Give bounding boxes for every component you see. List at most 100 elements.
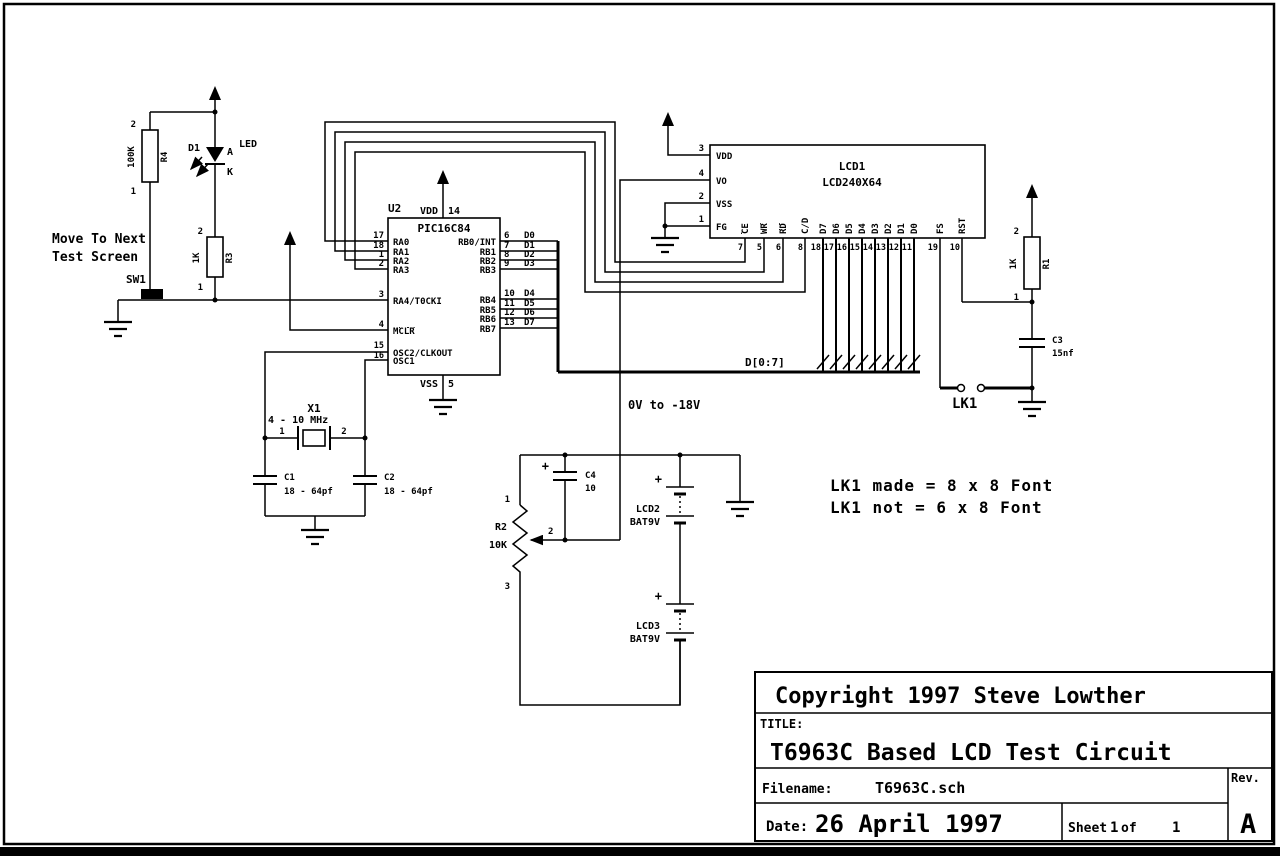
bat2-value: BAT9V: [630, 634, 660, 645]
r4-value: 100K: [127, 146, 137, 168]
pin-number: 1: [379, 250, 384, 260]
lk1-ref: LK1: [952, 396, 977, 412]
u2-part: PIC16C84: [418, 222, 471, 235]
led-emission-arrow: [189, 156, 203, 171]
ground-icon: [102, 320, 134, 338]
pin-number: 1: [699, 215, 704, 225]
u2-left-pin-numbers: 17 18 1 2 3 4 15 16: [373, 231, 384, 361]
lcd1-part: LCD240X64: [822, 176, 882, 189]
pin-number: 8: [504, 250, 509, 260]
u2-vss-name: VSS: [420, 379, 438, 390]
pin-name: D1: [897, 223, 907, 234]
bat2-ref: LCD3: [636, 621, 660, 632]
x1-ref: X1: [307, 402, 321, 415]
pin-name: VO: [716, 177, 727, 187]
filename-label: Filename:: [762, 782, 832, 797]
sheet-title: T6963C Based LCD Test Circuit: [770, 740, 1172, 766]
d1-type: LED: [239, 139, 257, 150]
date-value: 26 April 1997: [815, 810, 1003, 838]
pin-name: D6: [832, 223, 842, 234]
pin-number: 11: [504, 299, 515, 309]
pin-name: RB7: [480, 325, 496, 335]
ground-icon: [299, 528, 331, 546]
note-lk1-made: LK1 made = 8 x 8 Font: [830, 476, 1053, 495]
battery-lcd2: + LCD2 BAT9V: [630, 472, 694, 528]
pin-number: 2: [699, 192, 704, 202]
pin-name: D2: [884, 223, 894, 234]
pin-name: RA1: [393, 248, 409, 258]
net-label: D0: [524, 231, 535, 241]
pin-number: 11: [902, 243, 912, 253]
pin-number: 18: [811, 243, 821, 253]
pin-number: 18: [373, 241, 384, 251]
sheet-of-label: of: [1121, 821, 1137, 836]
bat1-value: BAT9V: [630, 517, 660, 528]
pin-name: OSC2/CLKOUT: [393, 349, 453, 359]
pin-number: 10: [504, 289, 515, 299]
ground-icon: [649, 236, 681, 254]
resistor-r4: 100K R4 2 1: [127, 120, 170, 197]
pin-number: 2: [379, 259, 384, 269]
bus-entry-ticks: [816, 354, 921, 370]
pin-number: 15: [374, 341, 384, 351]
net-label: D5: [524, 299, 535, 309]
u2-left-pin-names: RA0 RA1 RA2 RA3 RA4/T0CKI MCLR OSC2/CLKO…: [393, 238, 453, 367]
bat1-plus: +: [655, 472, 662, 486]
switch-body: [141, 289, 163, 299]
c3-ref: C3: [1052, 336, 1063, 346]
pin-name: CE: [741, 223, 751, 234]
ground-icon: [724, 500, 756, 518]
pin-name: RB2: [480, 257, 496, 267]
pin-number: 9: [504, 259, 509, 269]
u2-vdd-pin: 14: [448, 206, 460, 217]
led-d1: LED A K D1: [188, 139, 257, 178]
vdd-arrow-icon: [283, 230, 297, 254]
pin-name: MCLR: [393, 327, 415, 337]
sheet-total: 1: [1172, 820, 1180, 836]
note-lk1-not: LK1 not = 6 x 8 Font: [830, 498, 1043, 517]
pin-number: 13: [504, 318, 515, 328]
r4-ref: R4: [160, 151, 170, 162]
control-bus-loops: [324, 121, 806, 293]
x1-pin1: 1: [279, 427, 284, 437]
vdd-arrow-icon: [661, 111, 675, 135]
pin-name: RB3: [480, 266, 496, 276]
bat2-plus: +: [655, 589, 662, 603]
filename-value: T6963C.sch: [875, 779, 965, 797]
c2-ref: C2: [384, 473, 395, 483]
note-move-line2: Test Screen: [52, 250, 138, 265]
pin-name: RD: [779, 223, 789, 234]
pin-name: RA0: [393, 238, 409, 248]
pin-number: 4: [379, 320, 385, 330]
wires: [117, 108, 1033, 706]
c4-ref: C4: [585, 471, 596, 481]
pin-name: RA2: [393, 257, 409, 267]
lcd1-ref: LCD1: [839, 160, 866, 173]
pin-number: 12: [889, 243, 899, 253]
copyright-text: Copyright 1997 Steve Lowther: [775, 684, 1146, 709]
data-bus: D[0:7]: [500, 238, 963, 388]
r4-pin2: 2: [131, 120, 136, 130]
bus-label: D[0:7]: [745, 356, 785, 369]
vdd-arrow-icon: [1025, 183, 1039, 207]
r4-pin1: 1: [131, 187, 136, 197]
pin-number: 12: [504, 308, 515, 318]
c4-value: 10: [585, 484, 596, 494]
x1-pin2: 2: [341, 427, 346, 437]
rev-value: A: [1240, 809, 1256, 840]
pin-name: VDD: [716, 152, 733, 162]
r1-pin1: 1: [1014, 293, 1019, 303]
link-lk1: LK1: [940, 383, 1032, 412]
r2-ref: R2: [495, 522, 507, 533]
r2-pin3: 3: [505, 582, 510, 592]
pin-name: RST: [958, 217, 968, 234]
c1-ref: C1: [284, 473, 295, 483]
font-notes: LK1 made = 8 x 8 Font LK1 not = 6 x 8 Fo…: [830, 476, 1053, 517]
u2-net-labels: D0 D1 D2 D3 D4 D5 D6 D7: [524, 231, 535, 328]
r1-ref: R1: [1042, 259, 1052, 270]
d1-cathode: K: [227, 167, 233, 178]
pin-number: 17: [373, 231, 384, 241]
lcd-module-lcd1: LCD1 LCD240X64 3 VDD 4 VO 2 VSS 1 FG CE …: [699, 144, 986, 253]
title-block: Copyright 1997 Steve Lowther TITLE: T696…: [754, 671, 1273, 842]
r3-pin2: 2: [198, 227, 203, 237]
